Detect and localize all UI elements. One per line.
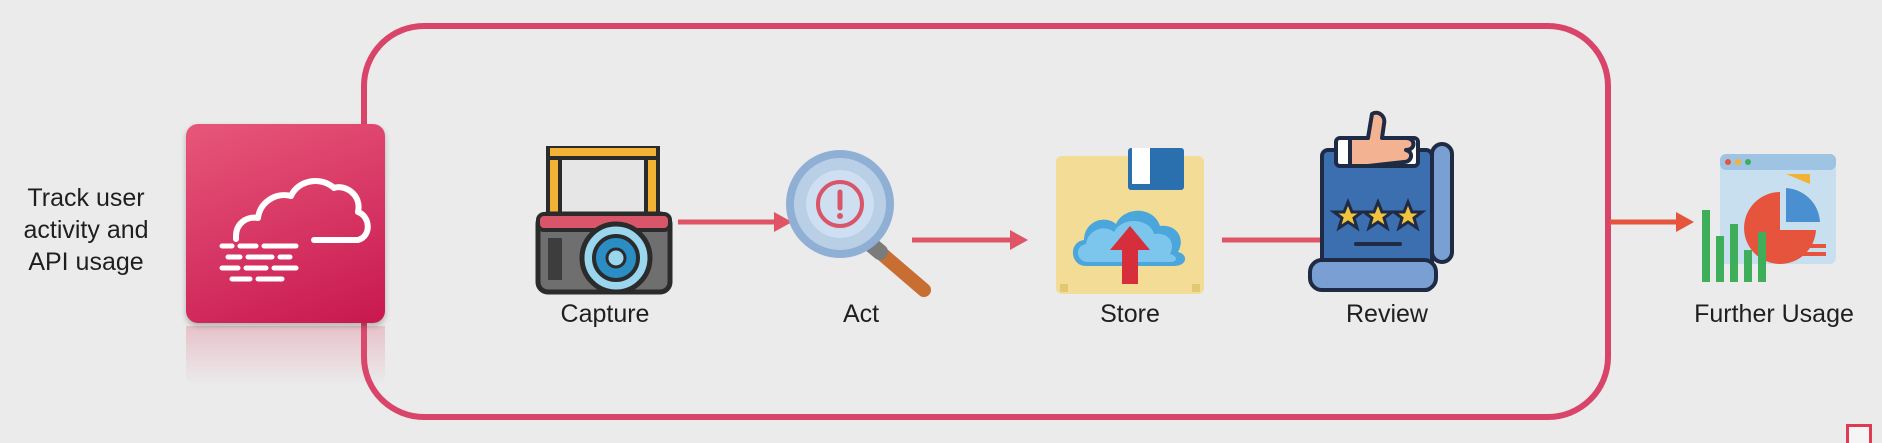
arrow-to-further-usage	[1610, 212, 1694, 232]
step-label-store: Store	[1100, 300, 1160, 328]
arrow-capture-to-act	[678, 212, 792, 232]
cloud-logging-icon	[219, 178, 371, 282]
cloud-upload-storage-icon	[1056, 148, 1204, 294]
arrow-act-to-store	[912, 230, 1028, 250]
step-label-capture: Capture	[560, 300, 650, 328]
service-tile-reflection	[186, 326, 385, 386]
input-label-line: API usage	[28, 248, 144, 276]
step-label-act: Act	[842, 300, 880, 328]
input-label-line: activity and	[23, 216, 149, 244]
analytics-dashboard-icon	[1702, 154, 1836, 282]
input-label: Track user activity and API usage	[18, 182, 154, 278]
service-tile	[186, 124, 385, 323]
magnifier-alert-icon	[786, 150, 931, 297]
output-label: Further Usage	[1694, 300, 1854, 328]
review-rating-icon	[1308, 110, 1454, 292]
corner-marker	[1846, 424, 1872, 443]
camera-icon	[535, 146, 673, 295]
step-label-review: Review	[1346, 300, 1428, 328]
input-label-line: Track user	[27, 184, 145, 212]
